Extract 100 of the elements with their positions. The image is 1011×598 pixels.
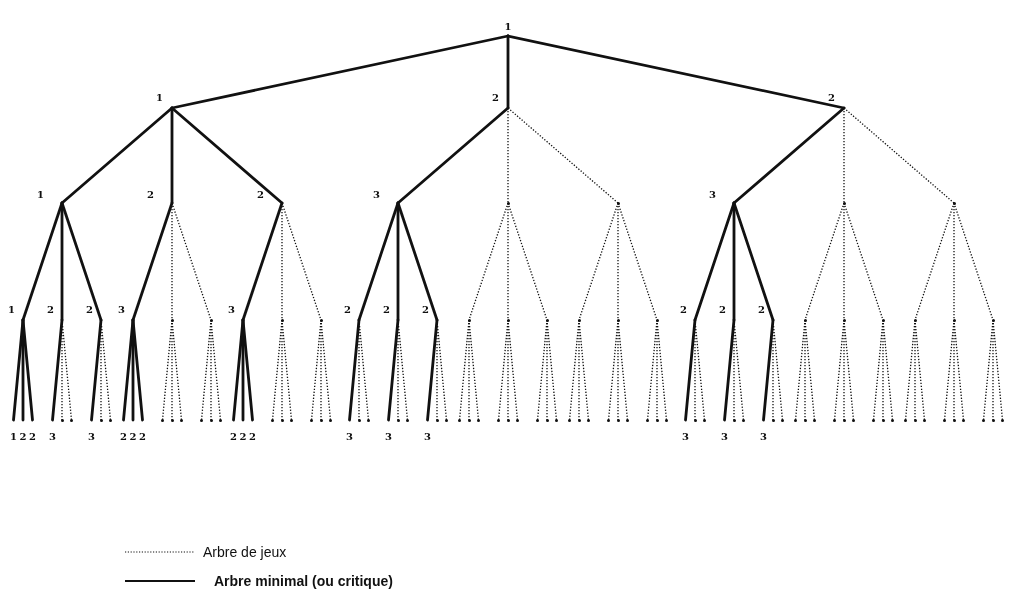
leaf-value: 3 (681, 420, 690, 442)
minimal-tree-branch (723, 318, 736, 422)
leaf-value: 2 (18, 420, 28, 442)
branch-point (209, 418, 213, 422)
branch-point (271, 418, 274, 422)
branch-point (70, 418, 73, 422)
node-value: 2 (145, 190, 172, 203)
leaf-value: 1 (9, 420, 18, 442)
branch-point (516, 418, 519, 422)
branch-point (458, 418, 461, 422)
legend-text: Arbre de jeux (203, 544, 287, 560)
branch-point (913, 318, 917, 322)
minimal-tree-branch (21, 201, 64, 322)
branch-point (545, 318, 549, 322)
branch-point (655, 418, 659, 422)
branch-point (1001, 418, 1004, 422)
branch-point (577, 318, 581, 322)
branch-point (732, 418, 736, 422)
branch-point (587, 418, 590, 422)
branch-point (161, 418, 164, 422)
branch-point (742, 418, 745, 422)
leaf-value: 2 (28, 420, 37, 442)
node-value: 1 (35, 190, 62, 203)
branch-point (60, 418, 64, 422)
leaf-value: 2 (238, 420, 248, 442)
minimal-tree-branch (170, 106, 174, 205)
node-value: 2 (717, 305, 734, 320)
leaf-value: 3 (759, 420, 768, 442)
branch-point (290, 418, 293, 422)
branch-point (693, 418, 697, 422)
minimal-tree-branch (732, 106, 846, 205)
branch-point (646, 418, 649, 422)
minimal-tree-branch (357, 201, 400, 322)
branch-point (655, 318, 659, 322)
minimal-tree-branch (122, 318, 135, 422)
leaf-value: 2 (138, 420, 147, 442)
branch-point (833, 418, 836, 422)
branch-point (396, 418, 400, 422)
game-tree-branch (843, 107, 845, 204)
minimal-tree-branch (12, 318, 25, 422)
node-value: 3 (116, 305, 133, 320)
branch-point (506, 418, 510, 422)
branch-point (170, 418, 174, 422)
branch-point (209, 318, 213, 322)
branch-point (852, 418, 855, 422)
branch-point (842, 418, 846, 422)
branch-point (170, 318, 174, 322)
branch-point (771, 418, 775, 422)
branch-point (568, 418, 571, 422)
minimal-tree-branch (60, 106, 174, 205)
branch-point (467, 318, 471, 322)
branch-point (803, 418, 807, 422)
minimal-tree-branch (387, 318, 400, 422)
node-value: 3 (707, 190, 734, 203)
minimal-tree-branch (506, 34, 510, 110)
branch-point (319, 418, 323, 422)
game-tree-branch (843, 107, 955, 204)
branch-point (891, 418, 894, 422)
minimal-tree-branch (170, 106, 284, 205)
branch-point (310, 418, 313, 422)
branch-point (219, 418, 222, 422)
branch-point (904, 418, 907, 422)
minimal-tree-branch (131, 201, 174, 322)
branch-point (626, 418, 629, 422)
node-value: 2 (678, 305, 695, 320)
leaf-value: 2 (119, 420, 128, 442)
leaf-value: 3 (423, 420, 432, 442)
branch-point (952, 418, 956, 422)
branch-point (982, 418, 985, 422)
minimal-tree-branch (732, 201, 775, 322)
branch-point (477, 418, 480, 422)
minimal-tree-branch (131, 318, 144, 422)
branch-point (943, 418, 946, 422)
branch-point (962, 418, 965, 422)
branch-point (497, 418, 500, 422)
branch-point (665, 418, 668, 422)
minimal-tree-branch (426, 318, 439, 422)
node-value: 3 (371, 190, 398, 203)
minimal-tree-branch (21, 318, 34, 422)
minimal-tree-branch (396, 106, 510, 205)
leaf-value: 2 (229, 420, 238, 442)
branch-point (506, 318, 510, 322)
branch-point (842, 318, 846, 322)
branch-point (536, 418, 539, 422)
minimal-tree-branch (684, 318, 697, 422)
branch-point (200, 418, 203, 422)
game-tree-branch (507, 107, 509, 204)
branch-point (435, 418, 439, 422)
branch-point (703, 418, 706, 422)
branch-point (180, 418, 183, 422)
game-tree-branch (281, 202, 322, 321)
branch-point (607, 418, 610, 422)
branch-point (881, 418, 885, 422)
minimal-tree-branch (51, 318, 64, 422)
node-value: 1 (6, 305, 23, 320)
minimal-tree-branch (506, 34, 846, 110)
branch-point (406, 418, 409, 422)
branch-point (881, 318, 885, 322)
node-value: 1 (154, 93, 172, 108)
legend-text: Arbre minimal (ou critique) (214, 573, 393, 589)
